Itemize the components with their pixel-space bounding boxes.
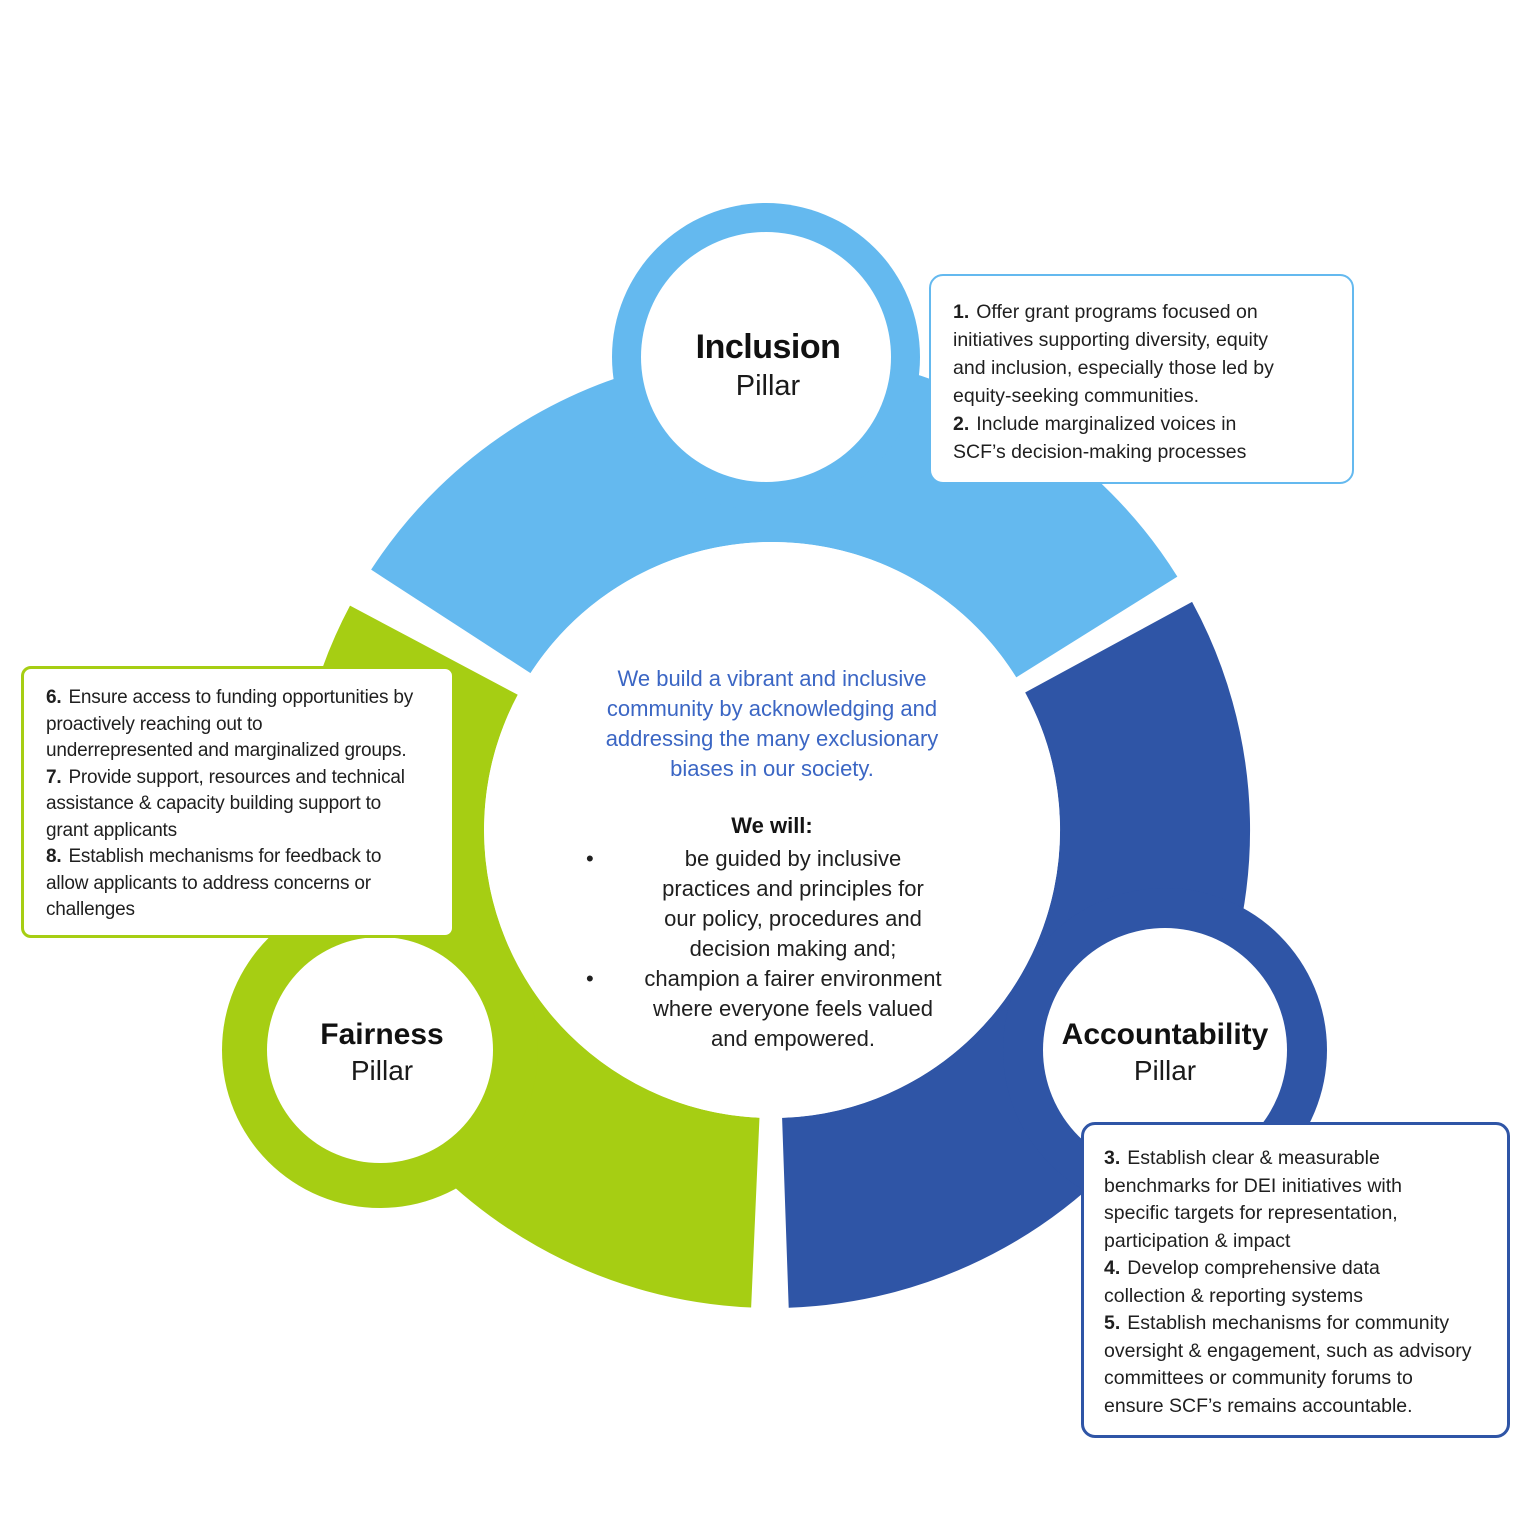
fairness-pillar-label: Fairness Pillar [320, 1017, 443, 1089]
list-item: • champion a fairer environment where ev… [586, 964, 966, 1054]
item-number: 7. [46, 766, 62, 788]
accountability-badge-inner-circle [1043, 928, 1287, 1172]
item-text: Establish mechanisms for feedback to all… [46, 846, 382, 920]
callout-item: 7.Provide support, resources and technic… [46, 765, 430, 845]
inclusion-pillar-label: Inclusion Pillar [696, 327, 841, 405]
item-number: 3. [1104, 1147, 1121, 1169]
callout-item: 2.Include marginalized voices in SCF’s d… [953, 410, 1330, 466]
pillar-title: Accountability [1061, 1018, 1269, 1051]
list-item: • be guided by inclusive practices and p… [586, 844, 966, 964]
item-text: Develop comprehensive data collection & … [1104, 1257, 1380, 1307]
mission-statement: We build a vibrant and inclusive communi… [605, 666, 939, 781]
we-will-bullet-list: • be guided by inclusive practices and p… [572, 844, 972, 1054]
item-number: 6. [46, 687, 62, 708]
callout-item: 1.Offer grant programs focused on initia… [953, 298, 1330, 410]
item-number: 5. [1104, 1312, 1121, 1334]
pillar-subtitle: Pillar [1133, 1055, 1197, 1086]
callout-item: 3.Establish clear & measurable benchmark… [1104, 1145, 1487, 1255]
item-number: 8. [46, 846, 62, 867]
callout-item: 4.Develop comprehensive data collection … [1104, 1255, 1487, 1310]
we-will-heading: We will: [731, 813, 813, 838]
center-circle [484, 542, 1060, 1118]
bullet-icon: • [586, 966, 594, 991]
item-text: Ensure access to funding opportunities b… [46, 687, 414, 761]
fairness-badge-inner-circle [267, 937, 493, 1163]
fairness-callout-box: 6.Ensure access to funding opportunities… [21, 666, 455, 938]
item-number: 2. [953, 413, 970, 435]
pillar-title: Inclusion [695, 328, 841, 366]
bullet-text: be guided by inclusive practices and pri… [662, 846, 924, 961]
bullet-icon: • [586, 846, 594, 871]
item-text: Include marginalized voices in SCF’s dec… [953, 413, 1247, 463]
pillar-title: Fairness [320, 1018, 444, 1051]
item-number: 1. [953, 301, 970, 323]
inclusion-callout-box: 1.Offer grant programs focused on initia… [929, 274, 1354, 484]
accountability-callout-box: 3.Establish clear & measurable benchmark… [1081, 1122, 1510, 1438]
pillar-subtitle: Pillar [350, 1055, 414, 1086]
bullet-text: champion a fairer environment where ever… [644, 966, 942, 1051]
item-text: Establish clear & measurable benchmarks … [1104, 1147, 1403, 1252]
callout-item: 6.Ensure access to funding opportunities… [46, 685, 430, 765]
item-text: Establish mechanisms for community overs… [1104, 1312, 1472, 1417]
pillar-subtitle: Pillar [735, 370, 801, 402]
item-text: Provide support, resources and technical… [46, 766, 405, 841]
item-text: Offer grant programs focused on initiati… [953, 301, 1274, 407]
item-number: 4. [1104, 1257, 1121, 1279]
center-mission-block: We build a vibrant and inclusive communi… [572, 664, 972, 1054]
accountability-pillar-label: Accountability Pillar [1062, 1017, 1269, 1089]
callout-item: 5.Establish mechanisms for community ove… [1104, 1310, 1487, 1420]
callout-item: 8.Establish mechanisms for feedback to a… [46, 844, 430, 924]
inclusion-badge-inner-circle [641, 232, 891, 482]
